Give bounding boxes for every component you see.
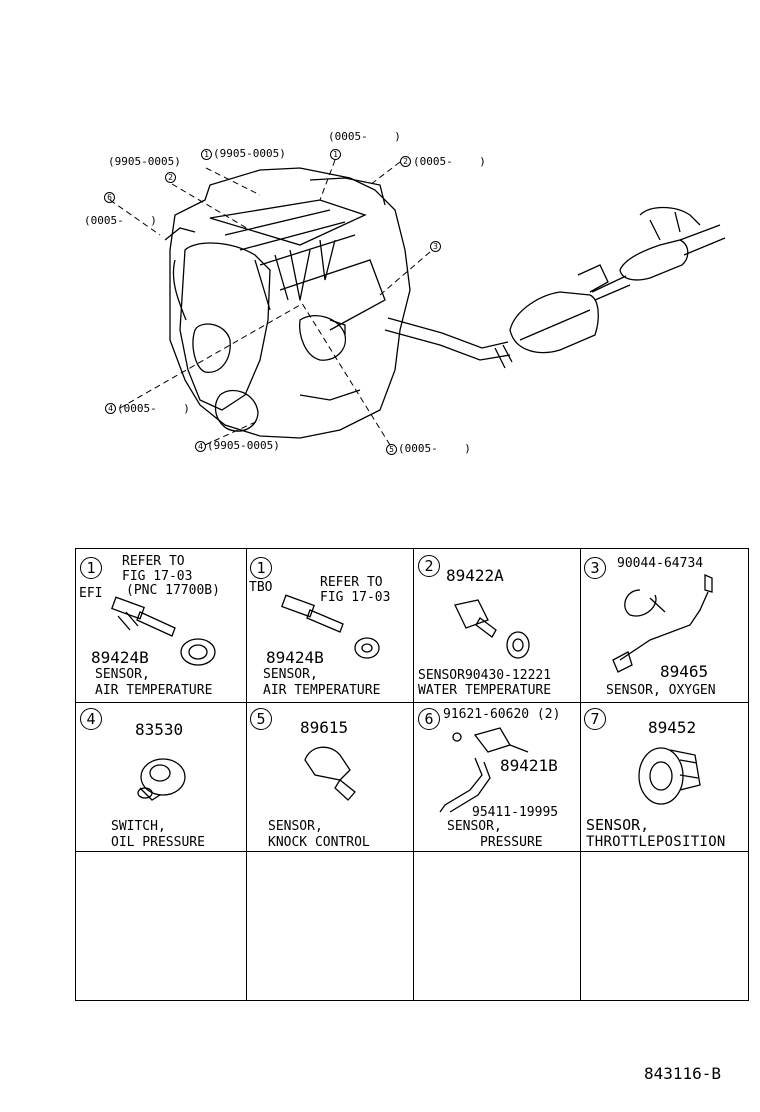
cell-1-ref-3: (PNC 17700B) bbox=[126, 583, 220, 598]
cell-4-part: 89465 bbox=[660, 662, 709, 681]
cell-1-desc-2: AIR TEMPERATURE bbox=[95, 683, 213, 698]
cell-8-part: 89452 bbox=[648, 718, 697, 737]
cell-7-part-top: 91621-60620 (2) bbox=[443, 707, 561, 722]
cell-4-desc-1: SENSOR, OXYGEN bbox=[606, 683, 716, 698]
callout-4-left-num: 4 bbox=[105, 403, 116, 414]
cell-3-index: 2 bbox=[418, 555, 440, 577]
cell-8-index: 7 bbox=[584, 708, 606, 730]
callout-4-left: (0005- ) bbox=[117, 402, 190, 415]
cell-2-desc-1: SENSOR, bbox=[263, 667, 318, 682]
callout-2-right: (0005- ) bbox=[413, 155, 486, 168]
cell-8-desc-2: THROTTLEPOSITION bbox=[586, 834, 726, 850]
cell-7-index: 6 bbox=[418, 708, 440, 730]
callout-2-left-num: 2 bbox=[165, 172, 176, 183]
callout-6-num: 6 bbox=[104, 192, 115, 203]
callout-5-bottom-num: 5 bbox=[386, 444, 397, 455]
cell-2-index: 1 bbox=[250, 557, 272, 579]
cell-8-desc-1: SENSOR, bbox=[586, 816, 650, 834]
cell-1-ref-2: FIG 17-03 bbox=[122, 569, 193, 584]
cell-1-ref-1: REFER TO bbox=[122, 554, 185, 569]
cell-2-ref-1: REFER TO bbox=[320, 575, 383, 590]
callout-4-bottom: (9905-0005) bbox=[207, 439, 280, 452]
cell-6-index: 5 bbox=[250, 708, 272, 730]
callout-1-top-num: 1 bbox=[201, 149, 212, 160]
cell-7-sub-part: 95411-19995 bbox=[472, 805, 559, 820]
cell-3-part: 89422A bbox=[446, 566, 504, 585]
callout-top-right-num: 1 bbox=[330, 149, 341, 160]
callout-3-num: 3 bbox=[430, 241, 441, 252]
callout-2-left: (9905-0005) bbox=[108, 155, 181, 168]
cell-4-index: 3 bbox=[584, 557, 606, 579]
cell-5-desc-1: SWITCH, bbox=[111, 819, 166, 834]
callout-5-bottom: (0005- ) bbox=[398, 442, 471, 455]
cell-2-prefix: TBO bbox=[249, 580, 273, 595]
cell-2-part: 89424B bbox=[266, 648, 324, 667]
callout-6-left: (0005- ) bbox=[84, 214, 157, 227]
callout-4-bottom-num: 4 bbox=[195, 441, 206, 452]
cell-6-part: 89615 bbox=[300, 718, 349, 737]
cell-6-desc-1: SENSOR, bbox=[268, 819, 323, 834]
cell-7-desc-2: PRESSURE bbox=[480, 835, 543, 850]
cell-3-sub-part: SENSOR90430-12221 bbox=[418, 668, 552, 683]
cell-6-desc-2: KNOCK CONTROL bbox=[268, 835, 370, 850]
engine-exhaust-illustration bbox=[109, 159, 726, 446]
cell-7-part: 89421B bbox=[500, 756, 558, 775]
cell-1-part: 89424B bbox=[91, 648, 149, 667]
cell-2-ref-2: FIG 17-03 bbox=[320, 590, 391, 605]
cell-5-index: 4 bbox=[80, 708, 102, 730]
callout-2-right-num: 2 bbox=[400, 156, 411, 167]
cell-1-desc-1: SENSOR, bbox=[95, 667, 150, 682]
cell-5-part: 83530 bbox=[135, 720, 184, 739]
cell-5-desc-2: OIL PRESSURE bbox=[111, 835, 205, 850]
callout-top-right: (0005- ) bbox=[328, 130, 401, 143]
cell-1-prefix: EFI bbox=[79, 586, 103, 601]
cell-3-desc-1: WATER TEMPERATURE bbox=[418, 683, 552, 698]
cell-7-desc-1: SENSOR, bbox=[447, 819, 502, 834]
callout-1-top: (9905-0005) bbox=[213, 147, 286, 160]
cell-4-part-top: 90044-64734 bbox=[617, 556, 704, 571]
footer-code: 843116-B bbox=[644, 1064, 722, 1083]
parts-grid bbox=[75, 548, 749, 1001]
cell-1-index: 1 bbox=[80, 557, 102, 579]
cell-2-desc-2: AIR TEMPERATURE bbox=[263, 683, 381, 698]
